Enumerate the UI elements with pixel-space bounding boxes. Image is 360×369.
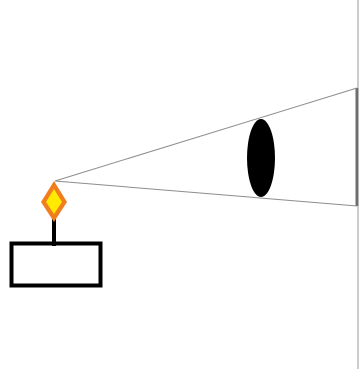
opaque-object [247, 119, 275, 197]
